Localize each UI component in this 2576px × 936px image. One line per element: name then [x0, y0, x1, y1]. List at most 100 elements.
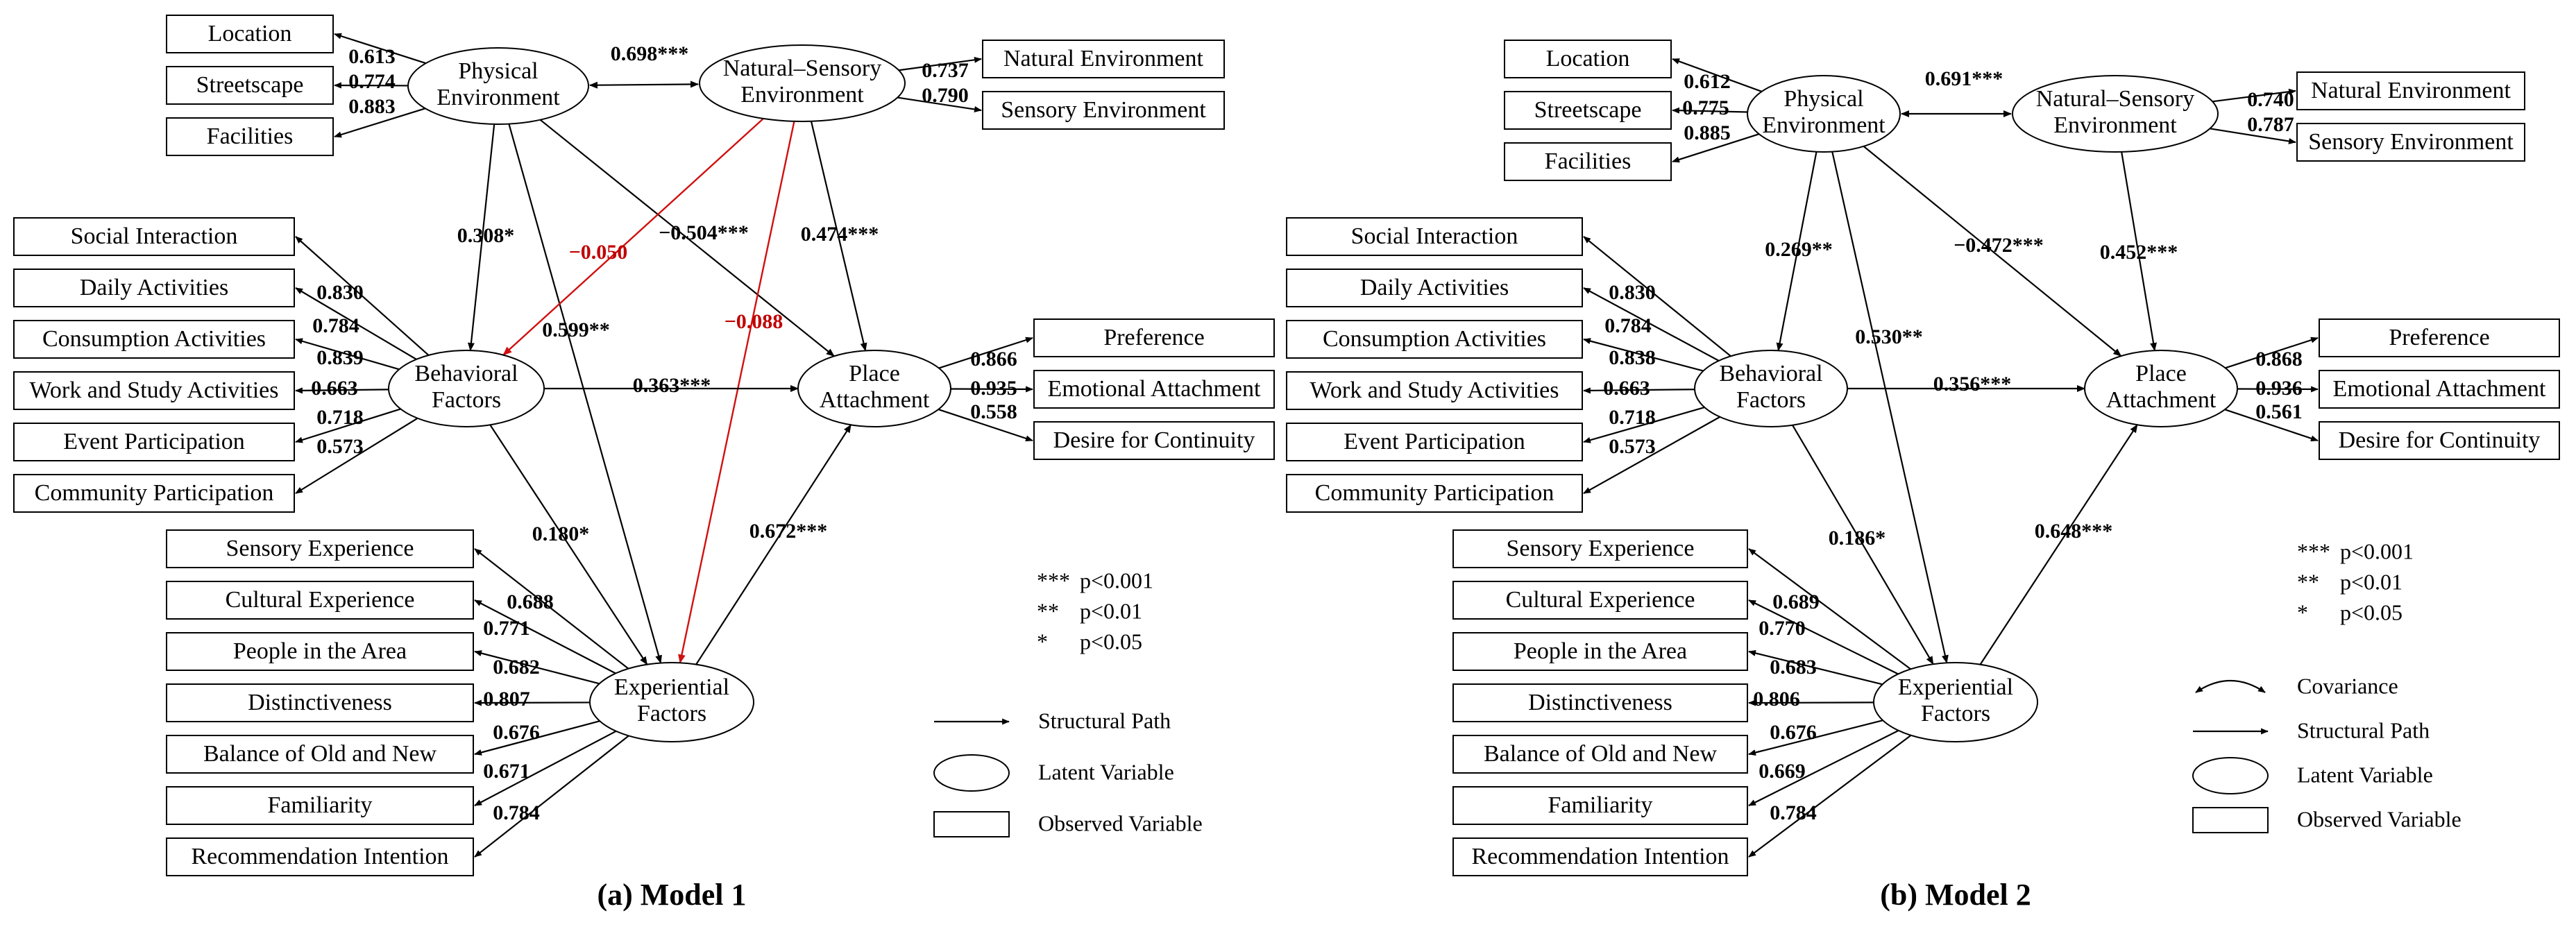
behavioral-indicator-4: Work and Study Activities [1287, 372, 1582, 409]
place-indicator-3: Desire for Continuity [1034, 422, 1274, 459]
natural-to-behavioral-coefficient: −0.050 [569, 241, 628, 264]
behavioral-to-place-coefficient: 0.363*** [633, 374, 711, 397]
physical-indicator-2: Streetscape [167, 67, 333, 104]
physical-indicator-2-label: Streetscape [1534, 97, 1642, 123]
physical-environment-latent-label-line-2: Environment [437, 85, 560, 110]
physical-loading-1: 0.613 [348, 45, 396, 68]
experiential-indicator-4: Distinctiveness [1453, 684, 1747, 722]
physical-to-place-coefficient: −0.472*** [1954, 234, 2044, 257]
experiential-indicator-2-label: Cultural Experience [1506, 587, 1695, 613]
behavioral-indicator-2: Daily Activities [14, 269, 294, 307]
place-indicator-2-label: Emotional Attachment [2333, 376, 2546, 402]
behavioral-indicator-6: Community Participation [14, 475, 294, 512]
behavioral-indicator-1-label: Social Interaction [71, 223, 238, 249]
experiential-indicator-7-label: Recommendation Intention [1471, 844, 1729, 869]
physical-indicator-3-label: Facilities [1545, 148, 1632, 174]
behavioral-indicator-2-label: Daily Activities [80, 275, 228, 300]
place-loading-2: 0.935 [970, 377, 1017, 400]
physical-indicator-1: Location [167, 15, 333, 53]
significance-text-2: p<0.01 [1080, 598, 1142, 623]
experiential-indicator-5-label: Balance of Old and New [1484, 741, 1718, 767]
place-loading-2: 0.936 [2255, 377, 2303, 400]
experiential-indicator-2: Cultural Experience [1453, 581, 1747, 619]
natural-indicator-1: Natural Environment [2297, 72, 2525, 110]
behavioral-indicator-5-label: Event Participation [63, 429, 245, 454]
legend-label-3: Latent Variable [2297, 762, 2433, 787]
experiential-loading-7: 0.784 [493, 801, 540, 824]
behavioral-loading-6: 0.573 [316, 435, 364, 458]
behavioral-loading-arrow-1 [1584, 237, 1731, 356]
natural-sensory-environment-latent-label-line-1: Natural–Sensory [723, 56, 882, 81]
behavioral-to-place-coefficient: 0.356*** [1933, 373, 2012, 395]
natural-indicator-2-label: Sensory Environment [2308, 129, 2514, 155]
behavioral-indicator-6-label: Community Participation [1315, 480, 1554, 506]
experiential-indicator-7-label: Recommendation Intention [191, 844, 448, 869]
place-indicator-2: Emotional Attachment [1034, 371, 1274, 408]
behavioral-loading-4: 0.663 [311, 377, 358, 400]
experiential-to-place-coefficient: 0.672*** [749, 520, 828, 543]
experiential-indicator-1-label: Sensory Experience [226, 536, 414, 561]
behavioral-to-experiential-coefficient: 0.180* [532, 522, 590, 545]
physical-natural-covariance-coefficient: 0.691*** [1925, 67, 2003, 90]
natural-sensory-environment-latent-label-line-2: Environment [2053, 112, 2177, 138]
legend-label-3: Observed Variable [1038, 810, 1203, 835]
experiential-to-place-arrow [696, 425, 851, 664]
behavioral-indicator-1-label: Social Interaction [1351, 223, 1518, 249]
significance-notes: ***p<0.001**p<0.01*p<0.05 [2297, 538, 2414, 624]
place-indicator-3-label: Desire for Continuity [1053, 427, 1255, 453]
natural-to-place-coefficient: 0.452*** [2100, 241, 2178, 264]
physical-to-behavioral-coefficient: 0.308* [457, 224, 515, 247]
significance-stars-2: ** [2297, 569, 2319, 594]
significance-text-3: p<0.05 [2340, 599, 2403, 624]
experiential-factors-latent-label-line-2: Factors [637, 701, 706, 726]
significance-stars-3: * [1037, 629, 1048, 654]
behavioral-indicator-3-label: Consumption Activities [42, 326, 266, 352]
natural-loading-1: 0.740 [2247, 88, 2294, 111]
behavioral-indicator-4: Work and Study Activities [14, 372, 294, 409]
significance-text-1: p<0.001 [2340, 538, 2414, 563]
legend-observed-variable-symbol [2193, 808, 2268, 833]
natural-sensory-environment-latent-label-line-1: Natural–Sensory [2036, 86, 2195, 112]
behavioral-loading-1: 0.830 [316, 281, 364, 304]
experiential-indicator-4-label: Distinctiveness [1528, 690, 1672, 715]
behavioral-indicator-2-label: Daily Activities [1360, 275, 1509, 300]
place-indicator-2: Emotional Attachment [2319, 371, 2559, 408]
place-loading-3: 0.558 [970, 400, 1017, 423]
natural-loading-2: 0.790 [922, 84, 969, 107]
physical-indicator-1-label: Location [208, 21, 292, 46]
natural-indicator-1-label: Natural Environment [2311, 78, 2511, 103]
experiential-to-place-arrow [1981, 425, 2137, 664]
behavioral-indicator-4-label: Work and Study Activities [30, 377, 279, 403]
experiential-loading-5: 0.676 [1770, 721, 1817, 744]
natural-loading-1: 0.737 [922, 59, 969, 82]
physical-to-place-coefficient: −0.504*** [659, 221, 749, 244]
experiential-factors-latent-label-line-2: Factors [1921, 701, 1990, 726]
natural-sensory-environment-latent-label-line-2: Environment [740, 82, 864, 108]
natural-indicator-2-label: Sensory Environment [1001, 97, 1206, 123]
legend-label-1: Structural Path [1038, 708, 1171, 733]
experiential-loading-arrow-7 [1749, 735, 1911, 857]
natural-indicator-2: Sensory Environment [2297, 124, 2525, 161]
significance-stars-1: *** [2297, 538, 2330, 563]
panel-caption: (a) Model 1 [597, 878, 746, 912]
place-indicator-3-label: Desire for Continuity [2339, 427, 2541, 453]
experiential-factors-latent-label-line-1: Experiential [614, 674, 729, 700]
physical-loading-3: 0.883 [348, 95, 396, 118]
physical-indicator-3: Facilities [1505, 143, 1671, 180]
experiential-indicator-3: People in the Area [167, 633, 473, 670]
significance-text-1: p<0.001 [1080, 568, 1153, 593]
physical-loading-1: 0.612 [1684, 70, 1731, 93]
behavioral-indicator-2: Daily Activities [1287, 269, 1582, 307]
behavioral-loading-2: 0.784 [1604, 314, 1652, 337]
experiential-indicator-1: Sensory Experience [1453, 530, 1747, 568]
physical-to-experiential-coefficient: 0.599** [542, 318, 610, 341]
experiential-indicator-6: Familiarity [167, 787, 473, 824]
